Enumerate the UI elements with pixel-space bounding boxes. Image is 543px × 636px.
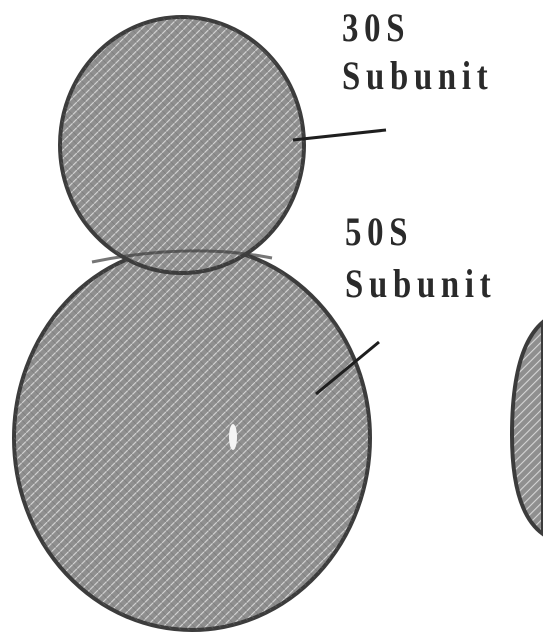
pointer-line-30s (293, 130, 386, 140)
subunit-50s-shape (14, 246, 370, 630)
label-30s-title: 30S (342, 8, 493, 48)
label-50s-subunit: 50S Subunit (345, 212, 496, 304)
label-30s-subtitle: Subunit (342, 56, 493, 96)
partial-ribosome-shape (512, 322, 543, 534)
label-50s-subtitle: Subunit (345, 264, 496, 304)
label-50s-title: 50S (345, 212, 496, 252)
highlight-speck (229, 424, 237, 450)
subunit-30s-shape (60, 17, 304, 273)
label-30s-subunit: 30S Subunit (342, 8, 493, 96)
